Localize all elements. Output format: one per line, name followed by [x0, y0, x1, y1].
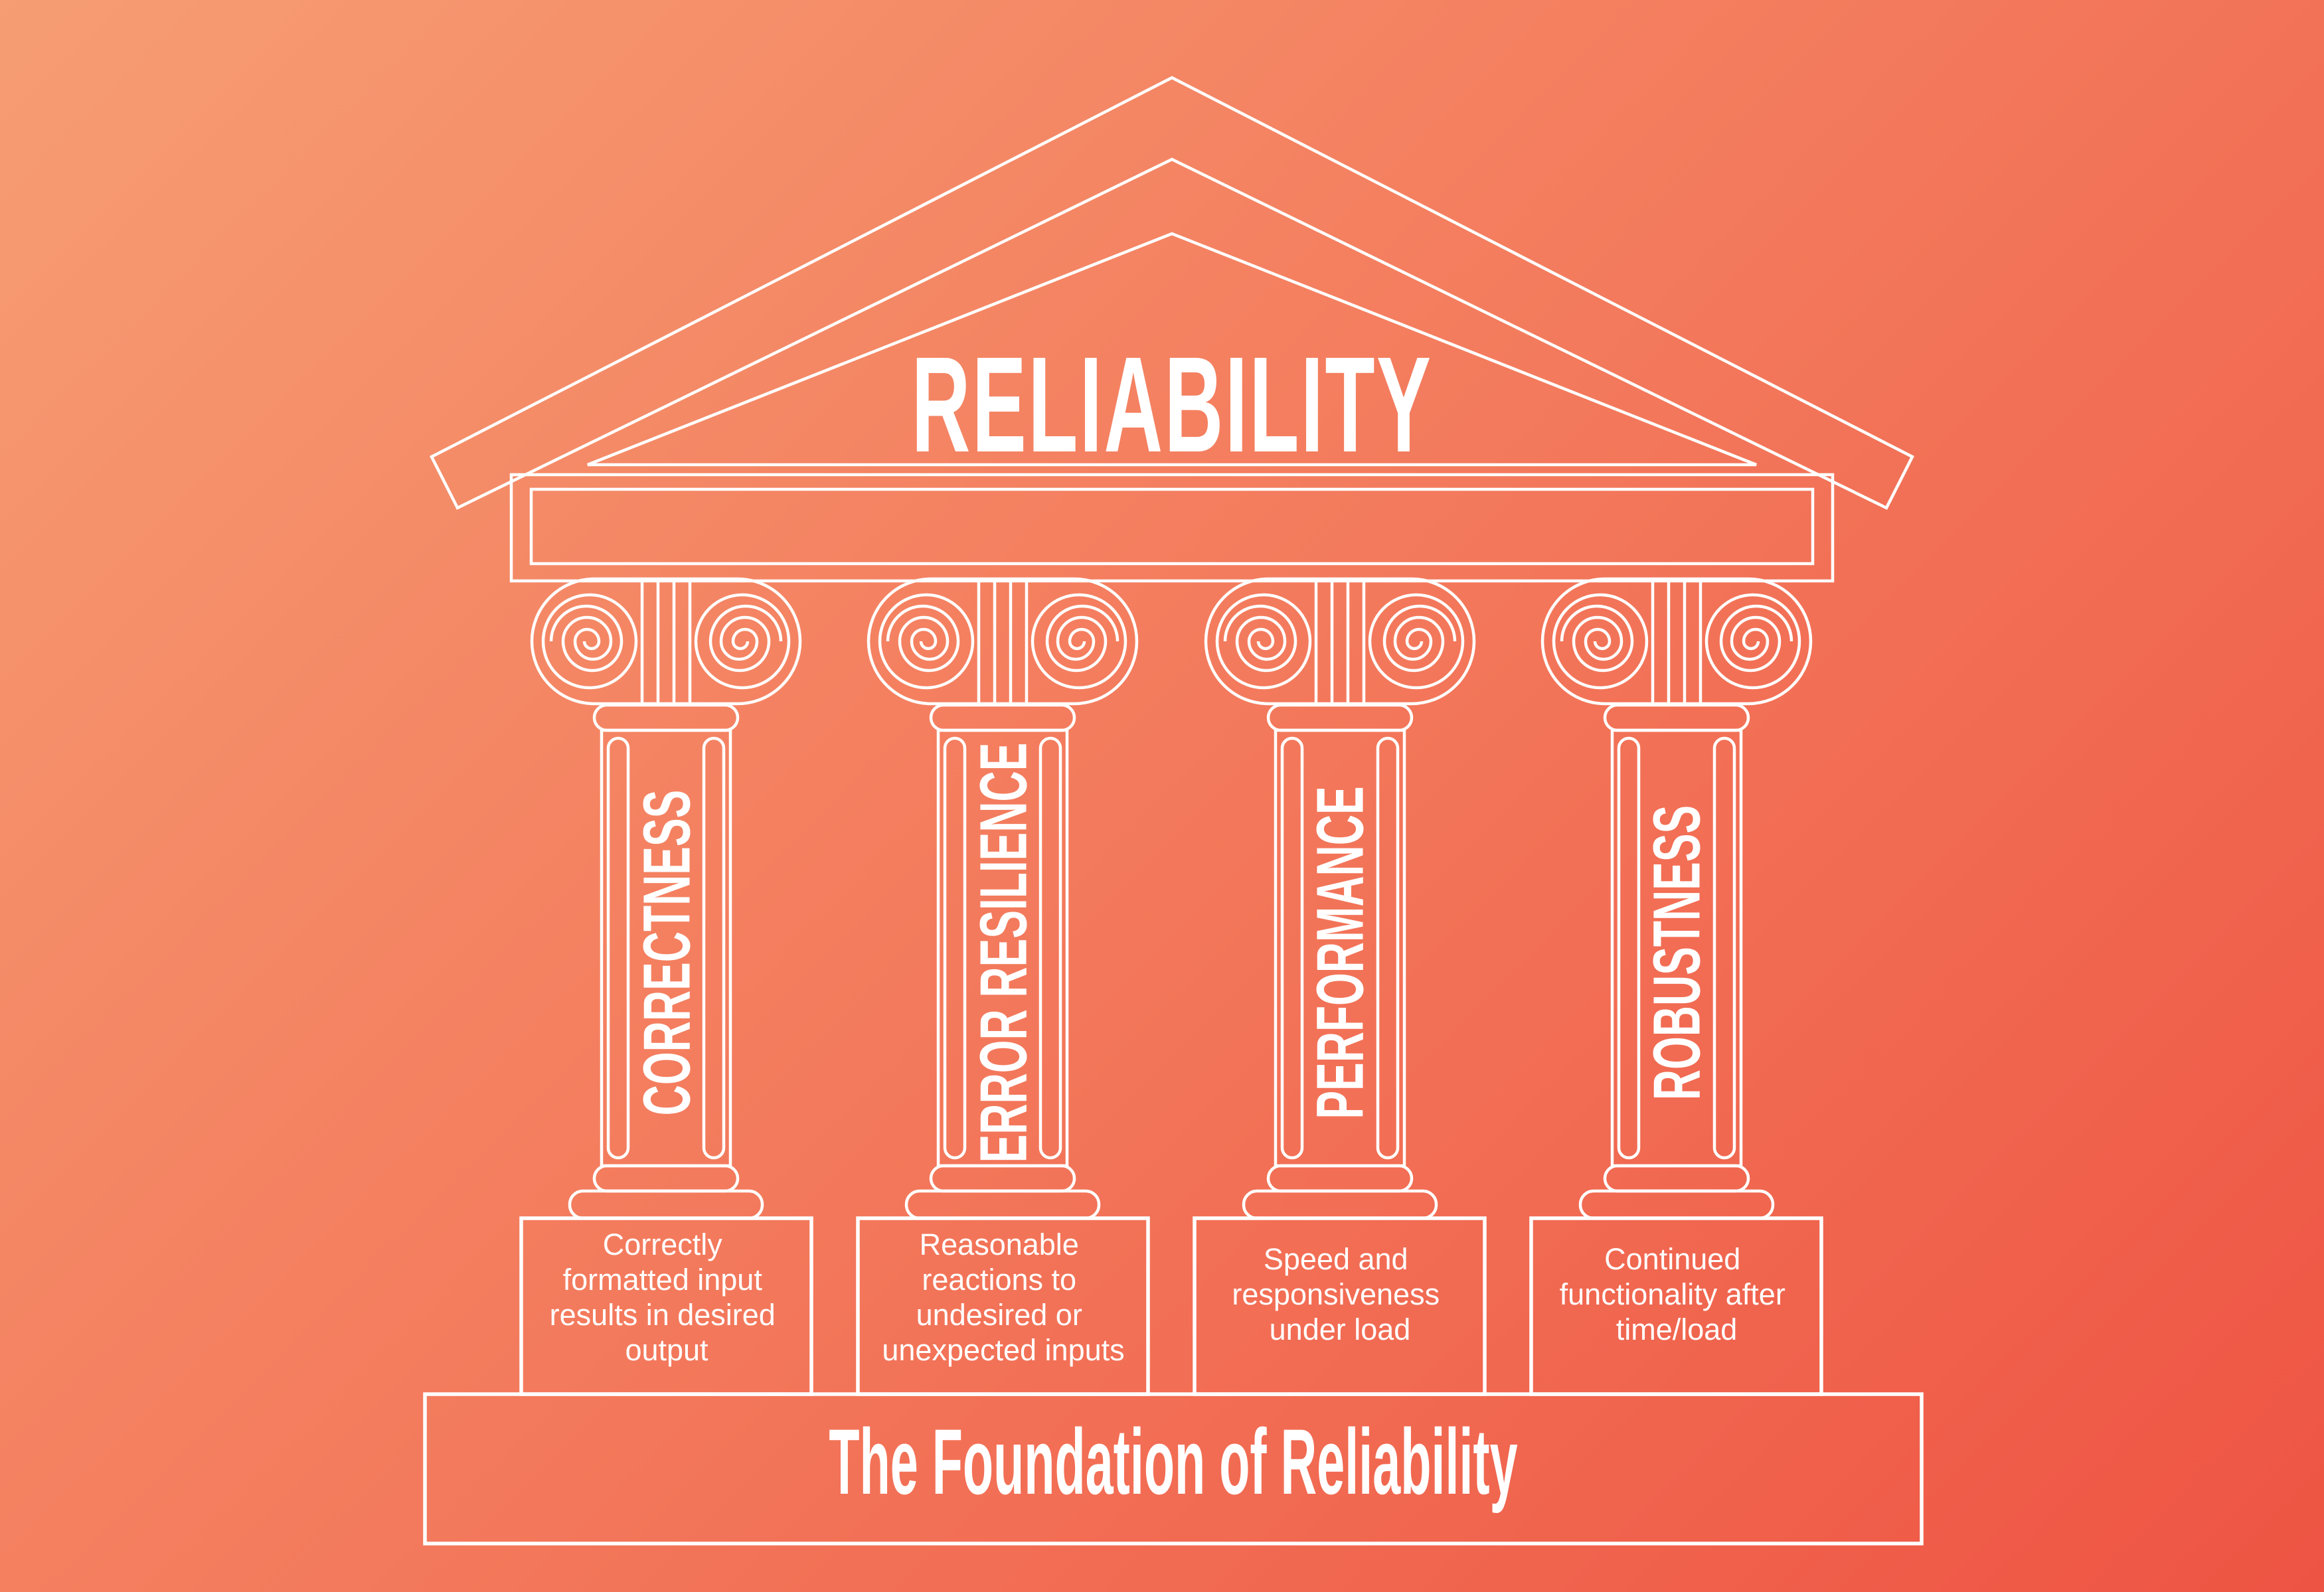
volute-spiral-right-icon	[1382, 604, 1457, 673]
pedestal-line: Speed and	[1264, 1242, 1408, 1276]
pedestal-line: Continued	[1604, 1242, 1740, 1276]
pillar-error-resilience: ERROR RESILIENCE Reasonable reactions to…	[856, 577, 1150, 1396]
capital-neck	[929, 703, 1076, 732]
shaft-flute-left	[1617, 736, 1641, 1160]
volute-spiral-right-icon	[1045, 604, 1120, 673]
pedestal-line: reactions to	[922, 1263, 1076, 1297]
pedestal-line: time/load	[1616, 1313, 1738, 1346]
volute-ring-right	[1704, 593, 1801, 690]
base-lower	[1578, 1189, 1775, 1220]
pedestal-line: Reasonable	[920, 1228, 1079, 1261]
pedestal-line: unexpected inputs	[882, 1333, 1124, 1367]
pediment-triangle	[587, 232, 1757, 467]
pillar-robustness: ROBUSTNESS Continued functionality after…	[1529, 577, 1823, 1396]
pedestal-line: responsiveness	[1232, 1277, 1440, 1311]
pillar-label: CORRECTNESS	[629, 790, 704, 1116]
shaft-flute-left	[1280, 736, 1304, 1160]
shaft-flute-left	[943, 736, 967, 1160]
entablature	[509, 473, 1835, 583]
pedestal-text: Continued functionality after time/load	[1560, 1242, 1794, 1346]
capital-fillet-lines	[640, 580, 692, 702]
volute-spiral-left-icon	[549, 604, 623, 673]
base-lower	[568, 1189, 764, 1220]
volute-spiral-left-icon	[886, 604, 960, 673]
pillar-label: ROBUSTNESS	[1639, 805, 1714, 1100]
pillar-performance: PERFORMANCE Speed and responsiveness und…	[1193, 577, 1487, 1396]
foundation: The Foundation of Reliability	[423, 1392, 1924, 1546]
pediment: RELIABILITY	[429, 76, 1915, 510]
pedestal-line: formatted input	[563, 1263, 763, 1297]
capital-neck	[1266, 703, 1414, 732]
pedestal-line: results in desired	[550, 1298, 776, 1332]
volute-spiral-right-icon	[708, 604, 783, 673]
pedestal-line: Correctly	[603, 1228, 723, 1261]
volute-ring-left	[1552, 593, 1649, 690]
pedestal-text: Speed and responsiveness under load	[1232, 1242, 1448, 1346]
volute-ring-right	[694, 593, 791, 690]
capital-fillet-lines	[977, 580, 1029, 702]
pillar-label: ERROR RESILIENCE	[966, 743, 1040, 1163]
pedestal-line: output	[625, 1333, 708, 1367]
volute-spiral-left-icon	[1560, 604, 1634, 673]
shaft-flute-left	[606, 736, 630, 1160]
base-upper	[1603, 1164, 1750, 1193]
roof-band	[429, 76, 1915, 510]
entablature-inner	[529, 487, 1815, 566]
pedestal-line: functionality after	[1560, 1277, 1785, 1311]
capital-neck	[1603, 703, 1750, 732]
base-upper	[929, 1164, 1076, 1193]
shaft-flute-right	[1376, 736, 1400, 1160]
foundation-label: The Foundation of Reliability	[829, 1409, 1517, 1514]
volute-spiral-right-icon	[1719, 604, 1793, 673]
volute-ring-left	[541, 593, 638, 690]
foundation-bar	[423, 1392, 1924, 1546]
volute-ring-left	[1215, 593, 1312, 690]
volute-ring-left	[878, 593, 975, 690]
base-lower	[1242, 1189, 1438, 1220]
pedestal-text: Correctly formatted input results in des…	[550, 1228, 784, 1367]
volute-ring-right	[1031, 593, 1127, 690]
pillar-correctness: CORRECTNESS Correctly formatted input re…	[519, 577, 813, 1396]
base-upper	[1266, 1164, 1414, 1193]
shaft-flute-right	[1038, 736, 1062, 1160]
pillar-label: PERFORMANCE	[1303, 786, 1377, 1119]
pedestal-text: Reasonable reactions to undesired or une…	[882, 1228, 1124, 1367]
shaft-flute-right	[702, 736, 726, 1160]
pedestal-line: undesired or	[916, 1298, 1082, 1332]
volute-ring-right	[1368, 593, 1465, 690]
base-upper	[592, 1164, 740, 1193]
capital-fillet-lines	[1651, 580, 1702, 702]
capital-neck	[592, 703, 740, 732]
capital-fillet-lines	[1314, 580, 1366, 702]
pediment-title: RELIABILITY	[912, 328, 1433, 480]
pedestal-line: under load	[1270, 1313, 1411, 1346]
base-lower	[904, 1189, 1101, 1220]
volute-spiral-left-icon	[1223, 604, 1297, 673]
shaft-flute-right	[1712, 736, 1736, 1160]
entablature-outer	[509, 473, 1835, 583]
